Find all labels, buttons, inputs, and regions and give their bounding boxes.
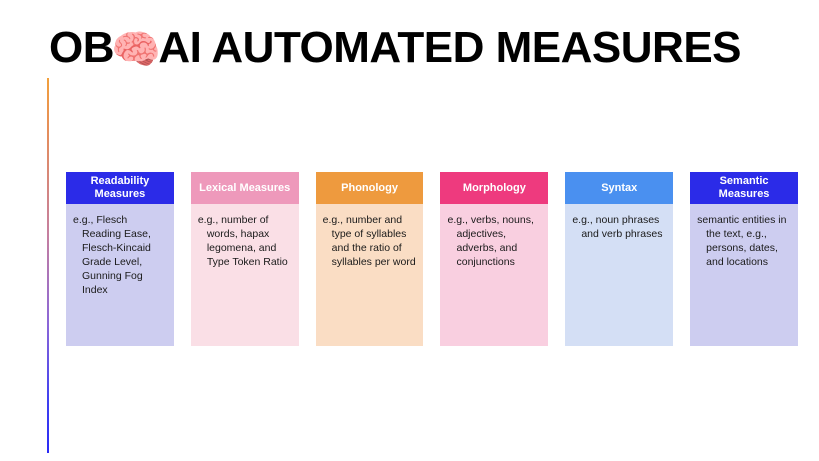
card-body: semantic entities in the text, e.g., per… (690, 204, 798, 346)
card-phonology[interactable]: Phonology e.g., number and type of sylla… (315, 172, 424, 346)
card-header: Morphology (440, 172, 549, 204)
page-title: OB🧠AI AUTOMATED MEASURES (49, 23, 742, 73)
card-readability-measures[interactable]: Readability Measures e.g., Flesch Readin… (66, 172, 174, 346)
brain-icon: 🧠 (111, 28, 161, 73)
card-semantic-measures[interactable]: Semantic Measures semantic entities in t… (690, 172, 798, 346)
card-body: e.g., verbs, nouns, adjectives, adverbs,… (440, 204, 549, 346)
card-lexical-measures[interactable]: Lexical Measures e.g., number of words, … (190, 172, 299, 346)
card-syntax[interactable]: Syntax e.g., noun phrases and verb phras… (565, 172, 674, 346)
card-header: Syntax (565, 172, 674, 204)
card-body: e.g., number of words, hapax legomena, a… (190, 204, 299, 346)
card-body: e.g., noun phrases and verb phrases (565, 204, 674, 346)
title-suffix: AI AUTOMATED MEASURES (158, 23, 742, 72)
left-accent-rule (47, 78, 49, 453)
measures-card-row: Readability Measures e.g., Flesch Readin… (66, 172, 798, 346)
card-body: e.g., number and type of syllables and t… (315, 204, 424, 346)
card-morphology[interactable]: Morphology e.g., verbs, nouns, adjective… (440, 172, 549, 346)
card-header: Readability Measures (66, 172, 174, 204)
title-prefix: OB (49, 23, 115, 72)
card-header: Lexical Measures (190, 172, 299, 204)
card-header: Semantic Measures (690, 172, 798, 204)
card-body: e.g., Flesch Reading Ease, Flesch-Kincai… (66, 204, 174, 346)
card-header: Phonology (315, 172, 424, 204)
